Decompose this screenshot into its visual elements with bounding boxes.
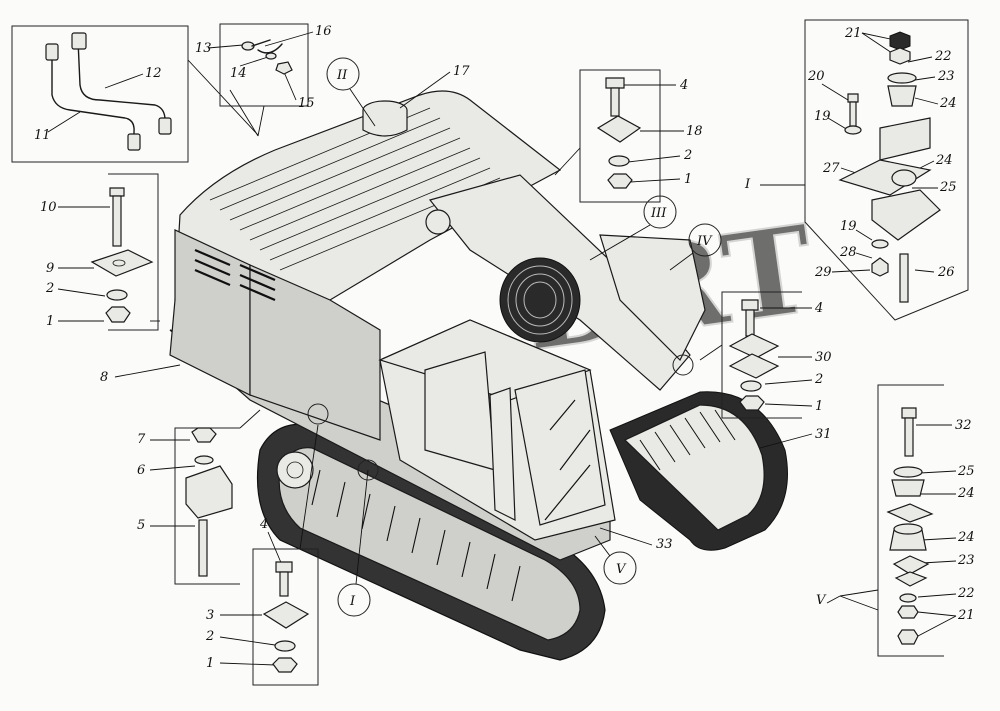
view-label-II: II (336, 68, 348, 83)
inset-bolt-stack-3: 4 3 2 1 (205, 424, 319, 686)
view-label-V_body: V (616, 562, 627, 577)
callout-c29: 29 (814, 265, 832, 280)
callout-c23a: 23 (937, 69, 955, 84)
callout-c16: 16 (315, 24, 332, 39)
callout-c22b: 22 (957, 586, 975, 601)
callout-c2d: 2 (205, 629, 214, 644)
callout-c10: 10 (40, 200, 57, 215)
view-marker-IV-circle (672, 354, 694, 376)
inset-bolt-stack-18: 4 18 2 1 (554, 69, 703, 203)
callout-c1d: 1 (206, 656, 214, 671)
inset-bolt-stack-9-10: 10 9 2 1 (40, 173, 160, 331)
view-marker-IV: IV (669, 223, 722, 271)
housing-rear-face (249, 264, 381, 441)
callout-c4c: 4 (259, 517, 268, 532)
inset-bolt-group-13-16: 16 13 14 15 (195, 23, 332, 137)
inset-bolt-stack-30: 4 30 2 1 (699, 291, 832, 419)
callout-c17: 17 (453, 64, 470, 79)
callout-c6: 6 (137, 463, 145, 478)
view-label-I_bottom: I (349, 594, 356, 609)
callout-c32: 32 (955, 418, 972, 433)
callout-c24c: 24 (957, 486, 975, 501)
cabin-door-window (424, 351, 496, 471)
callout-c25a: 25 (939, 180, 957, 195)
callout-c9: 9 (46, 261, 54, 276)
view-marker-small-circle (307, 403, 329, 425)
callout-c11: 11 (34, 128, 51, 143)
callout-c2a: 2 (45, 281, 54, 296)
callout-c3: 3 (206, 608, 214, 623)
callout-c13: 13 (195, 41, 212, 56)
inset-pipes: 11 12 (11, 25, 259, 163)
callout-c12: 12 (145, 66, 162, 81)
callout-c2c: 2 (814, 372, 823, 387)
view-label-IV: IV (696, 234, 713, 249)
inset-I-mount-assembly: I 21 22 23 24 20 19 27 24 25 19 28 29 26 (744, 19, 969, 321)
boom-arm (599, 234, 706, 362)
callout-c26: 26 (937, 265, 955, 280)
callout-c24d: 24 (957, 530, 975, 545)
callout-c8: 8 (100, 370, 108, 385)
view-marker-III: III (589, 195, 677, 261)
callout-c28: 28 (839, 245, 857, 260)
engine-louvres (194, 248, 276, 302)
view-marker-II: II (326, 57, 376, 127)
callout-c33: 33 (656, 537, 673, 552)
callout-c22a: 22 (934, 49, 952, 64)
cabin-side-window (489, 387, 516, 521)
view-marker-V-body: V (594, 535, 637, 585)
winch-drum (499, 257, 581, 343)
inset-bolt-stack-5-7: 7 6 5 (137, 409, 261, 585)
callout-c2b: 2 (683, 148, 692, 163)
callout-c1a: 1 (46, 314, 54, 329)
view-label-I_top: I (744, 177, 751, 192)
callout-c23b: 23 (957, 553, 975, 568)
view-label-III: III (650, 206, 667, 221)
callout-c25b: 25 (957, 464, 975, 479)
callout-c19a: 19 (814, 109, 831, 124)
callout-c24b: 24 (935, 153, 953, 168)
callout-c4b: 4 (814, 301, 823, 316)
pulley (425, 209, 451, 235)
callout-c18: 18 (686, 124, 703, 139)
right-crawler-track (609, 391, 788, 551)
left-crawler-track (256, 423, 606, 661)
callout-c14: 14 (230, 66, 247, 81)
callout-c30: 30 (815, 350, 832, 365)
callout-c24a: 24 (939, 96, 957, 111)
cabin-front-window (514, 369, 606, 526)
view-label-V_detail: V (816, 593, 827, 608)
view-marker-I-bottom: I (337, 459, 379, 617)
callout-c21a: 21 (844, 26, 862, 41)
callout-c27: 27 (822, 161, 840, 176)
callout-c15: 15 (298, 96, 315, 111)
excavator-main-body (169, 90, 788, 661)
callout-c4a: 4 (679, 78, 688, 93)
callout-c1b: 1 (684, 172, 692, 187)
callout-c1c: 1 (815, 399, 823, 414)
callout-c5: 5 (137, 518, 145, 533)
callout-c20: 20 (807, 69, 825, 84)
callout-c19b: 19 (840, 219, 857, 234)
callout-c31: 31 (815, 427, 832, 442)
inset-V-mount-assembly: V 32 25 24 24 23 22 21 (816, 384, 975, 657)
callout-c21b: 21 (957, 608, 975, 623)
callout-c7: 7 (137, 432, 146, 447)
